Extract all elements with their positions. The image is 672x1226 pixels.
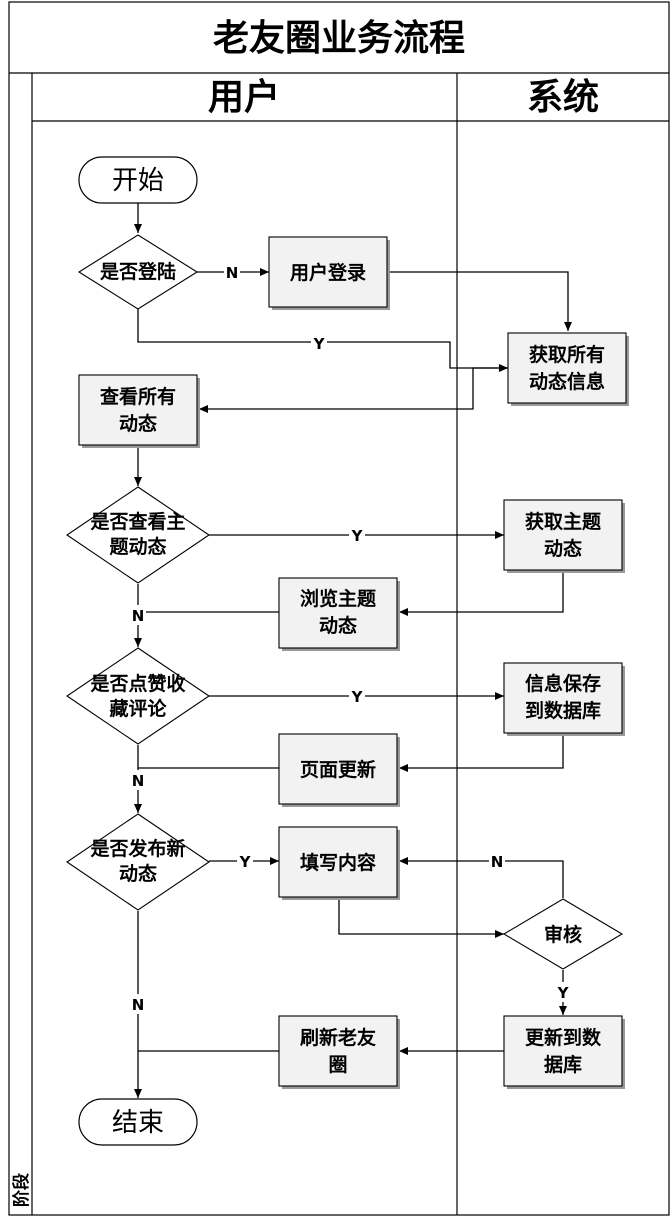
node-get-all-line1: 获取所有 [529,343,605,366]
node-get-topic: 获取主题 动态 [503,499,625,573]
node-refresh-line2: 圈 [328,1054,347,1076]
node-view-all: 查看所有 动态 [78,374,200,448]
label-review-yes: Y [557,984,570,1002]
node-update-db-line1: 更新到数 [525,1026,602,1049]
node-page-update-label: 页面更新 [300,758,376,781]
node-get-all-line2: 动态信息 [529,370,605,393]
edge-save-db-to-page-update [399,732,564,772]
node-update-db: 更新到数 据库 [503,1015,625,1089]
label-like-no: N [132,772,145,790]
node-update-db-line2: 据库 [544,1053,582,1076]
node-like-check-line2: 藏评论 [109,697,167,720]
node-browse-topic: 浏览主题 动态 [278,577,400,651]
edge-labels: N Y Y N Y N Y N Y N [130,262,571,1014]
node-page-update: 页面更新 [278,733,400,807]
node-user-login: 用户登录 [268,236,390,310]
node-review: 审核 [502,898,624,970]
node-login-check-label: 是否登陆 [100,260,176,283]
node-refresh: 刷新老友 圈 [278,1015,400,1089]
node-get-topic-line2: 动态 [544,537,582,560]
node-fill-content-label: 填写内容 [300,851,376,874]
label-topic-yes: Y [351,527,364,545]
node-browse-topic-line2: 动态 [319,614,357,637]
label-review-no: N [491,853,504,871]
edge-get-all-to-view-all [199,367,508,413]
edge-get-topic-to-browse [399,571,564,616]
node-publish-check: 是否发布新 动态 [66,813,210,911]
node-end-label: 结束 [112,1108,164,1138]
node-get-topic-line1: 获取主题 [525,510,601,533]
node-view-all-line1: 查看所有 [99,385,176,408]
node-user-login-label: 用户登录 [290,261,366,284]
node-topic-check: 是否查看主 题动态 [66,486,210,584]
label-topic-no: N [132,607,145,625]
node-view-all-line2: 动态 [119,412,157,435]
edge-fill-to-review [338,897,504,938]
phase-label: 阶段 [11,1173,32,1207]
node-login-check: 是否登陆 [77,234,199,310]
node-review-label: 审核 [544,923,582,946]
node-start: 开始 [78,156,198,204]
node-refresh-line1: 刷新老友 [300,1026,376,1049]
node-topic-check-line1: 是否查看主 [90,510,185,533]
node-like-check: 是否点赞收 藏评论 [66,647,210,745]
label-publish-yes: Y [239,853,252,871]
label-login-no: N [226,264,239,282]
label-publish-no: N [132,996,145,1014]
node-publish-check-line2: 动态 [119,862,157,885]
lane-header-system: 系统 [527,77,599,118]
node-end: 结束 [78,1098,198,1146]
lane-header-user: 用户 [208,77,280,118]
node-save-db: 信息保存 到数据库 [503,662,625,736]
node-save-db-line1: 信息保存 [525,672,601,695]
diagram-title: 老友圈业务流程 [213,18,465,59]
node-save-db-line2: 到数据库 [525,699,601,722]
label-login-yes: Y [313,335,326,353]
node-topic-check-line2: 题动态 [109,535,166,558]
outer-frame [8,1,670,1216]
edge-review-no [399,857,564,898]
node-publish-check-line1: 是否发布新 [90,837,185,860]
label-like-yes: Y [351,688,364,706]
node-fill-content: 填写内容 [278,826,400,900]
node-browse-topic-line1: 浏览主题 [300,587,376,610]
node-get-all: 获取所有 动态信息 [507,332,629,406]
node-like-check-line1: 是否点赞收 [90,672,185,695]
edge-login-yes [137,307,508,372]
edge-login-to-get-all [387,271,572,331]
node-start-label: 开始 [112,166,164,196]
